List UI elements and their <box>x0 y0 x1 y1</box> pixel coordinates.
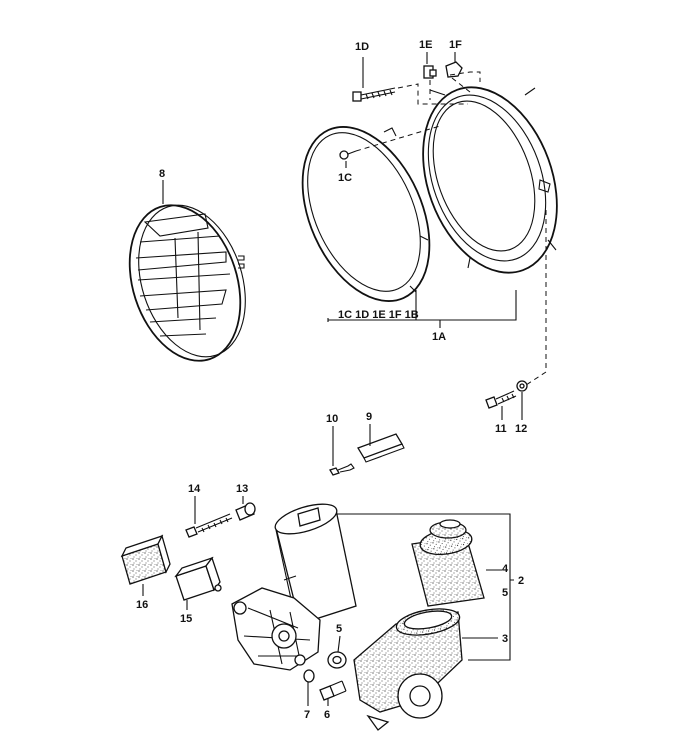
bracket-2 <box>336 513 514 661</box>
nut-5 <box>327 651 347 669</box>
label-1c: 1C <box>338 172 352 184</box>
label-15: 15 <box>180 613 192 625</box>
label-2: 2 <box>518 575 524 587</box>
cover-3 <box>353 608 463 731</box>
headlight-housing-ring <box>422 86 558 274</box>
terminal-10 <box>329 463 355 476</box>
washer-7 <box>303 669 315 683</box>
assembly-line-nut <box>525 371 547 386</box>
assembly-line-1d-1e <box>397 71 481 105</box>
label-10: 10 <box>326 413 338 425</box>
label-7: 7 <box>304 709 310 721</box>
label-group-1a: 1C 1D 1E 1F 1B <box>338 309 419 321</box>
bracket-1a <box>327 290 517 328</box>
bolt-6 <box>319 680 347 701</box>
label-13: 13 <box>236 483 248 495</box>
screw-1d <box>352 87 396 102</box>
label-3: 3 <box>502 633 508 645</box>
connector-9 <box>357 433 405 463</box>
label-11: 11 <box>495 423 507 435</box>
label-14: 14 <box>188 483 201 495</box>
headlight-insert <box>128 204 246 362</box>
label-5: 5 <box>336 623 342 635</box>
label-1e: 1E <box>419 39 432 51</box>
leader-5 <box>337 635 341 653</box>
label-1a: 1A <box>432 331 446 343</box>
cap-4 <box>411 519 485 607</box>
label-4: 4 <box>502 563 509 575</box>
washer-12 <box>516 380 528 392</box>
clip-1e <box>423 65 437 79</box>
grommet-13 <box>235 502 256 521</box>
label-1d: 1D <box>355 41 369 53</box>
relay-15 <box>174 556 222 601</box>
label-6: 6 <box>324 709 330 721</box>
screw-14 <box>185 513 233 538</box>
label-9: 9 <box>366 411 372 423</box>
label-16: 16 <box>136 599 148 611</box>
headlight-retaining-ring <box>301 126 431 302</box>
assembly-line-1f <box>451 77 471 93</box>
motor-pump <box>231 503 357 671</box>
label-8: 8 <box>159 168 165 180</box>
bolt-11 <box>485 390 517 409</box>
screw-1c <box>339 125 441 160</box>
relay-16 <box>120 534 171 585</box>
label-12: 12 <box>515 423 527 435</box>
clip-1f <box>445 61 463 78</box>
label-1f: 1F <box>449 39 462 51</box>
label-5-right: 5 <box>502 587 508 599</box>
